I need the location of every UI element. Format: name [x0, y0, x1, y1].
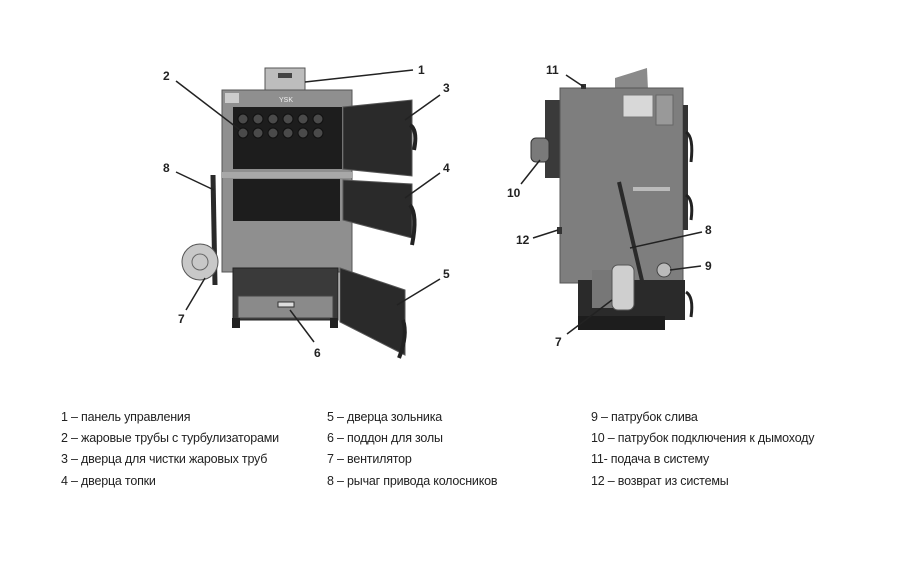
tube-cleaning-door [342, 99, 413, 177]
legend-item-8: 8 – рычаг привода колосников [327, 474, 498, 488]
callout-8: 8 [163, 161, 170, 175]
label-plate [225, 93, 239, 103]
door-handle [408, 203, 417, 246]
callout-3: 3 [443, 81, 450, 95]
fan [181, 243, 219, 281]
side-lever [617, 181, 645, 286]
brand-logo: YSK [279, 97, 293, 104]
callout-6: 6 [314, 346, 321, 360]
callout-8-side: 8 [705, 223, 712, 237]
callout-7-side: 7 [555, 335, 562, 349]
legend-item-3: 3 – дверца для чистки жаровых труб [61, 452, 268, 466]
side-fan [611, 264, 635, 311]
callout-10: 10 [507, 186, 521, 200]
control-display [278, 73, 292, 78]
return-pipe [557, 227, 562, 234]
door-handle [408, 123, 418, 151]
legend-item-4: 4 – дверца топки [61, 474, 156, 488]
callout-1: 1 [418, 63, 425, 77]
callout-7: 7 [178, 312, 185, 326]
legend-item-9: 9 – патрубок слива [591, 410, 698, 424]
fuel-chute [615, 68, 648, 90]
callout-2: 2 [163, 69, 170, 83]
callout-5: 5 [443, 267, 450, 281]
flue-pipe [530, 137, 550, 163]
boiler-front-view: YSK [181, 67, 418, 359]
legend-item-2: 2 – жаровые трубы с турбулизаторами [61, 431, 279, 445]
callout-9: 9 [705, 259, 712, 273]
legend-item-7: 7 – вентилятор [327, 452, 412, 466]
firebox-opening [233, 179, 340, 221]
legend-item-1: 1 – панель управления [61, 410, 191, 424]
legend-item-6: 6 – поддон для золы [327, 431, 443, 445]
legend-item-11: 11- подача в систему [591, 452, 710, 466]
control-panel [264, 67, 306, 93]
ash-door [339, 267, 406, 356]
side-leader-lines [520, 74, 703, 335]
legend-item-12: 12 – возврат из системы [591, 474, 729, 488]
front-leader-lines [175, 69, 441, 343]
callout-4: 4 [443, 161, 450, 175]
callout-12: 12 [516, 233, 530, 247]
boiler-side-view [530, 68, 694, 330]
callout-11: 11 [546, 63, 559, 77]
legend-item-10: 10 – патрубок подключения к дымоходу [591, 431, 815, 445]
legend-item-5: 5 – дверца зольника [327, 410, 442, 424]
fire-tubes [237, 113, 324, 139]
